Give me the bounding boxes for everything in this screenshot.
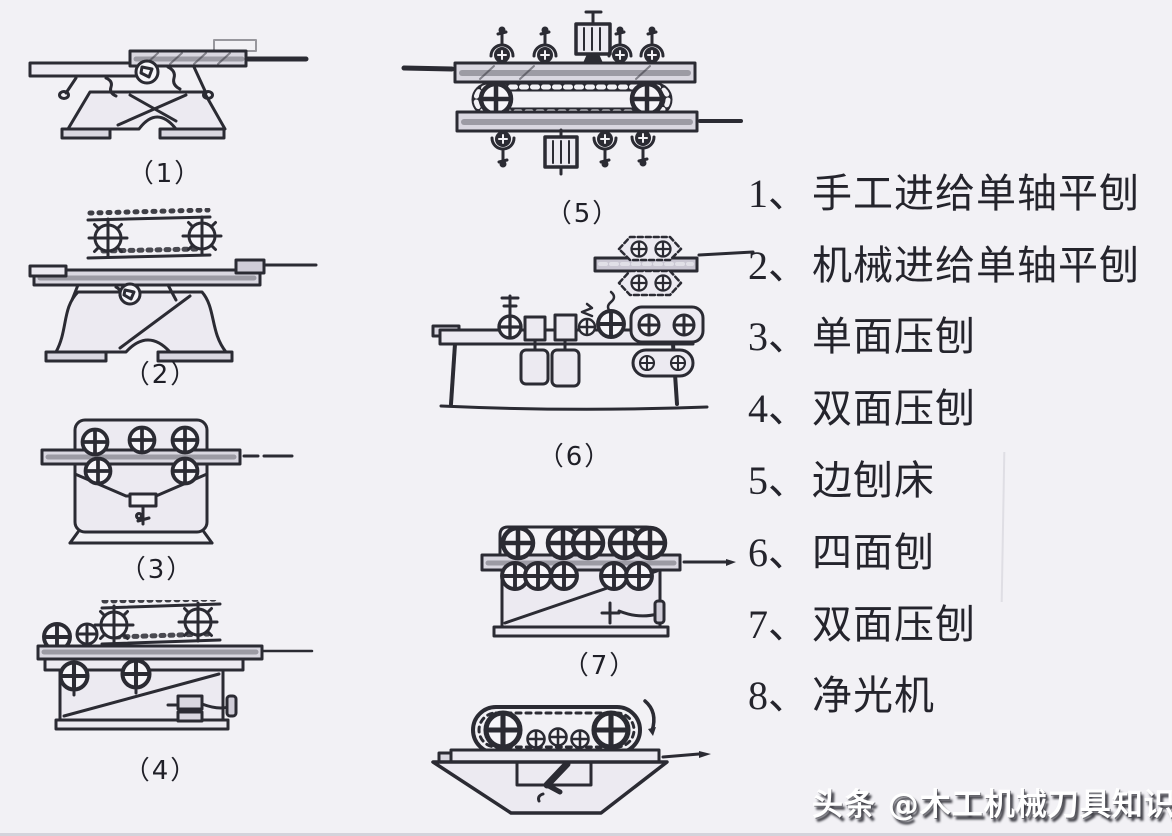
scan-edge: [0, 833, 1172, 836]
figure-7-caption: （7）: [562, 651, 638, 681]
legend-label: 净光机: [812, 673, 935, 719]
height-crank: [166, 694, 238, 723]
figure-4-caption: （4）: [123, 756, 199, 786]
figure-2-caption: （2）: [123, 360, 199, 390]
legend-item-2: 2、 机械进给单轴平刨: [748, 226, 1168, 298]
legend: 1、 手工进给单轴平刨 2、 机械进给单轴平刨 3、 单面压刨 4、 双面压刨 …: [748, 154, 1168, 728]
chain-conveyor: [471, 84, 673, 117]
bed: [437, 748, 661, 764]
workpiece-board: [36, 644, 264, 661]
screw-post-roller: [497, 294, 523, 340]
outfeed-roller-unit: [629, 305, 705, 378]
rotation-arrow: [643, 699, 656, 736]
table: [28, 258, 266, 287]
legend-item-8: 8、 净光机: [748, 657, 1168, 729]
top-board: [453, 61, 697, 84]
outfeed-arrow: [661, 751, 711, 759]
caterpillar-track: [471, 705, 642, 755]
legend-number: 8、: [748, 673, 808, 719]
bottom-board: [455, 110, 699, 133]
cutter-head: [118, 282, 142, 306]
legend-number: 3、: [748, 314, 808, 360]
base: [431, 760, 669, 815]
vertical-spindle-blocks: [519, 313, 581, 388]
funnel-and-screw: [73, 472, 209, 526]
legend-item-7: 7、 双面压刨: [748, 585, 1168, 657]
legend-label: 机械进给单轴平刨: [812, 242, 1140, 288]
legend-label: 双面压刨: [812, 386, 976, 432]
legend-item-1: 1、 手工进给单轴平刨: [748, 154, 1168, 226]
base: [60, 90, 227, 140]
figure-6-four-side-planer-drawing: [431, 235, 755, 411]
figure-4-double-side-planer-drawing: [36, 600, 314, 731]
legend-label: 四面刨: [812, 529, 935, 575]
top-cutter-block: [574, 10, 612, 63]
figure-8-smoothing-machine-drawing: [431, 699, 711, 815]
legend-number: 7、: [748, 601, 808, 647]
legend-number: 6、: [748, 529, 808, 575]
feed-detail: [593, 235, 755, 297]
detail-arrow: [697, 250, 755, 257]
legend-label: 手工进给单轴平刨: [812, 170, 1140, 216]
top-rollers: [503, 528, 665, 558]
feed-track: [86, 208, 223, 260]
springs-and-struts: [58, 65, 214, 100]
legend-number: 2、: [748, 242, 808, 288]
workpiece-arrow: [682, 559, 736, 566]
bottom-rollers: [61, 661, 150, 697]
figure-2-power-feed-jointer-drawing: [28, 208, 318, 363]
base: [44, 290, 234, 363]
legend-number: 1、: [748, 170, 808, 216]
bottom-cutter-block: [543, 128, 579, 176]
legend-item-5: 5、 边刨床: [748, 441, 1168, 513]
mid-rollers: [577, 290, 626, 339]
figure-6-caption: （6）: [537, 442, 613, 472]
figure-3-caption: （3）: [119, 555, 195, 585]
figure-3-single-side-planer-drawing: [40, 418, 294, 545]
infeed-table: [128, 39, 257, 68]
figure-5-caption: （5）: [545, 199, 621, 229]
infeed-arrow: [401, 65, 455, 72]
figure-1-hand-feed-jointer-drawing: [28, 39, 309, 140]
legend-number: 5、: [748, 458, 808, 504]
feed-track: [93, 600, 222, 646]
figure-7-double-side-planer-drawing: [480, 525, 736, 638]
cutter-head: [134, 59, 160, 85]
legend-item-4: 4、 双面压刨: [748, 369, 1168, 441]
legend-label: 单面压刨: [812, 314, 976, 360]
legend-number: 4、: [748, 386, 808, 432]
legend-label: 边刨床: [812, 458, 935, 504]
watermark: 头条 @木工机械刀具知识: [812, 787, 1172, 823]
legend-item-6: 6、 四面刨: [748, 513, 1168, 585]
outfeed-table: [28, 61, 144, 78]
figure-5-edge-planer-drawing: [401, 10, 743, 176]
legend-item-3: 3、 单面压刨: [748, 298, 1168, 370]
legend-label: 双面压刨: [812, 601, 976, 647]
figure-1-caption: （1）: [127, 159, 203, 189]
height-crank: [600, 599, 666, 625]
